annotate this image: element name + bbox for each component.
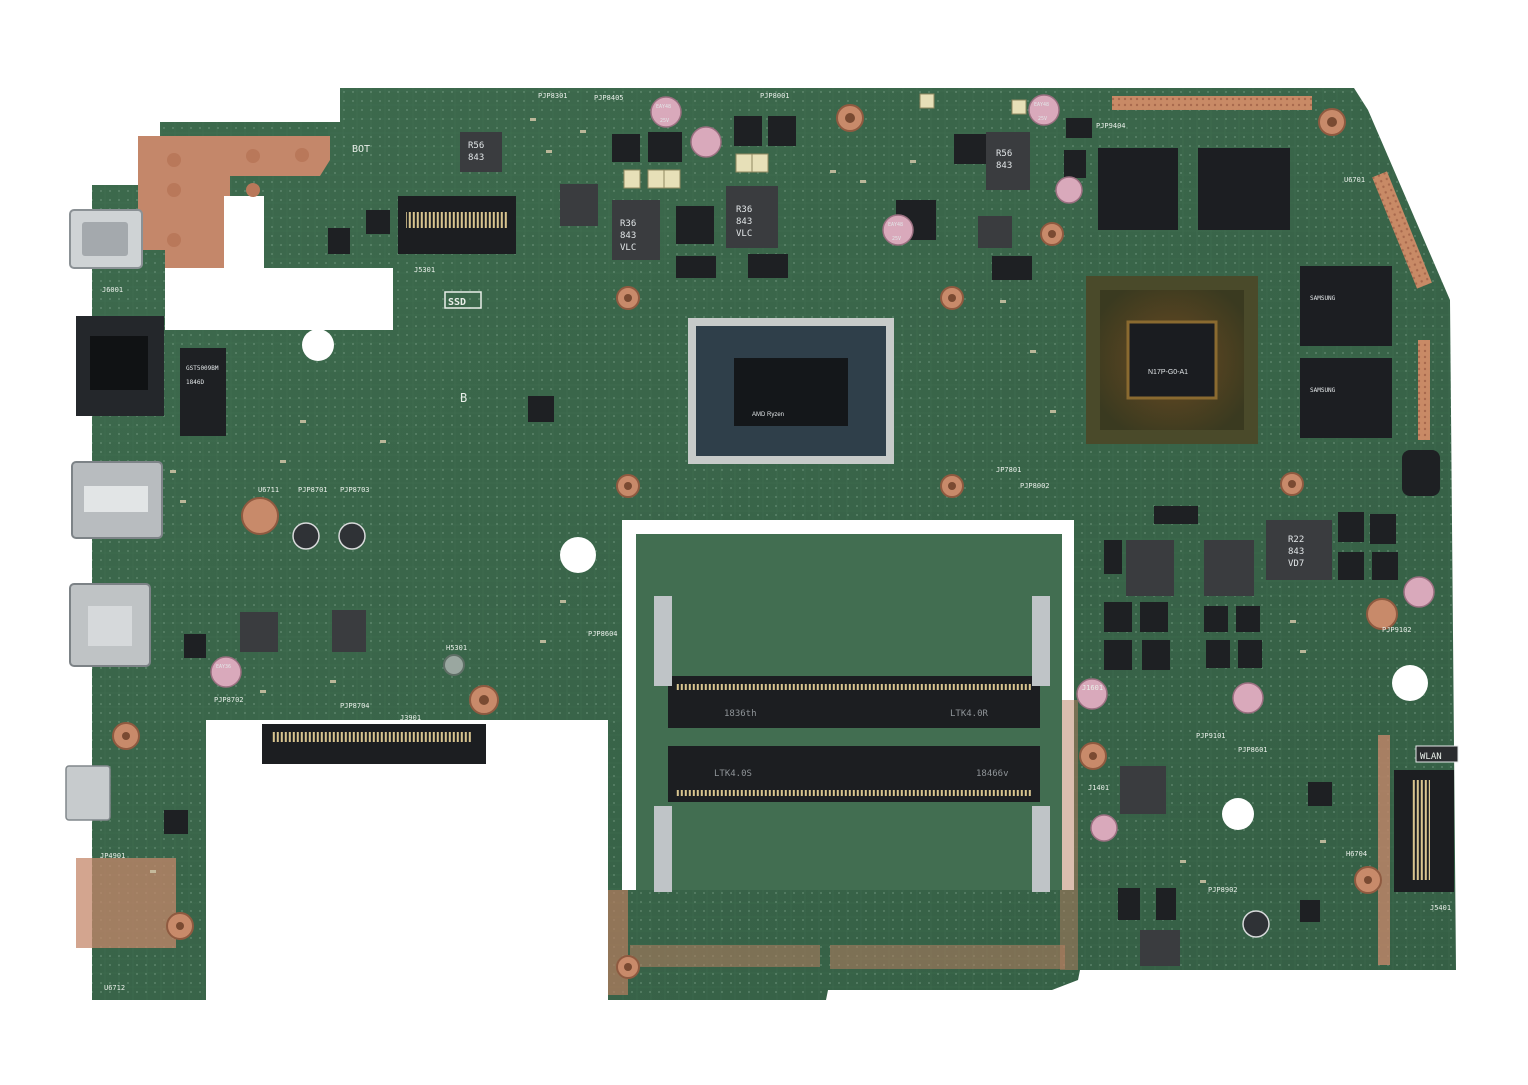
dimm-label: LTK4.0S <box>714 769 752 779</box>
inductor-label: R36 <box>620 219 636 229</box>
ref-label: JP4901 <box>100 852 125 860</box>
ref-label: J1401 <box>1088 784 1109 792</box>
lan-chip-label: GST5009BM <box>186 365 219 372</box>
cap-label: EAY36 <box>216 664 231 670</box>
ref-label: U6712 <box>104 984 125 992</box>
ref-label: PJP8405 <box>594 94 624 102</box>
inductor-label: R56 <box>468 141 484 151</box>
vram-chips <box>1098 148 1392 438</box>
ref-label: J3901 <box>400 714 421 722</box>
inductor-code: 843 <box>996 161 1012 171</box>
ref-label: PJP8001 <box>760 92 790 100</box>
dimm-label: 1836th <box>724 709 757 719</box>
ref-label: PJP9101 <box>1196 732 1226 740</box>
ref-label: PJP8702 <box>214 696 244 704</box>
capacitors <box>210 93 1435 938</box>
ram-slots <box>636 534 1062 892</box>
inductor-code: 843 <box>736 217 752 227</box>
small-ics <box>164 116 1440 922</box>
ref-label: PJP8002 <box>1020 482 1050 490</box>
ref-label: PJP8601 <box>1238 746 1268 754</box>
copper-pads <box>76 96 1432 995</box>
ref-label: PJP8704 <box>340 702 370 710</box>
ref-label: H6704 <box>1346 850 1367 858</box>
cpu-brand: AMD Ryzen <box>752 412 784 418</box>
ref-label: J5301 <box>414 266 435 274</box>
smd-components <box>150 118 1326 883</box>
ref-label: PJP8604 <box>588 630 618 638</box>
cap-label: EAY48 <box>1034 102 1049 108</box>
ref-label: PJP8301 <box>538 92 568 100</box>
ref-label: PJP9102 <box>1382 626 1412 634</box>
cap-rating: 25V <box>892 236 901 242</box>
wlan-label: WLAN <box>1420 752 1442 762</box>
ref-label: U6711 <box>258 486 279 494</box>
cap-rating: 25V <box>1038 116 1047 122</box>
inductor-code: VLC <box>736 229 752 239</box>
ssd-label: SSD <box>448 297 466 308</box>
ref-label: PJP8701 <box>298 486 328 494</box>
dimm-label: LTK4.0R <box>950 709 989 719</box>
ref-label: J5401 <box>1430 904 1451 912</box>
ref-label: PJP8902 <box>1208 886 1238 894</box>
ref-label: U6701 <box>1344 176 1365 184</box>
vram-brand: SAMSUNG <box>1310 387 1336 394</box>
inductor-label: R22 <box>1288 535 1304 545</box>
inductor-code: 843 <box>1288 547 1304 557</box>
inductors <box>240 132 1332 966</box>
inductor-code: VLC <box>620 243 636 253</box>
inductor-label: R36 <box>736 205 752 215</box>
inductor-code: VD7 <box>1288 559 1304 569</box>
gpu-part-number: N17P-G0-A1 <box>1148 369 1188 376</box>
ref-label: J6001 <box>102 286 123 294</box>
ref-label: PJP9404 <box>1096 122 1126 130</box>
silkscreen: BOT SSD WLAN B N17P-G0-A1 AMD Ryzen R56 … <box>100 92 1451 992</box>
b-label: B <box>460 391 467 405</box>
ref-label: J1601 <box>1082 684 1103 692</box>
bot-label: BOT <box>352 144 370 155</box>
cap-label: EAY48 <box>656 104 671 110</box>
dimm-label: 18466v <box>976 769 1009 779</box>
ref-label: H5301 <box>446 644 467 652</box>
vram-brand: SAMSUNG <box>1310 295 1336 302</box>
gpu-package <box>1086 276 1258 444</box>
ref-label: PJP8703 <box>340 486 370 494</box>
cap-label: EAY48 <box>888 222 903 228</box>
port-connectors <box>65 209 164 821</box>
inductor-code: 843 <box>468 153 484 163</box>
edge-connectors <box>262 196 1459 892</box>
cap-rating: 25V <box>660 118 669 124</box>
inductor-label: R56 <box>996 149 1012 159</box>
mounting-holes <box>112 104 1398 979</box>
cpu-package <box>688 318 894 464</box>
ref-label: JP7801 <box>996 466 1021 474</box>
lan-chip-code: 1846D <box>186 379 204 386</box>
inductor-code: 843 <box>620 231 636 241</box>
